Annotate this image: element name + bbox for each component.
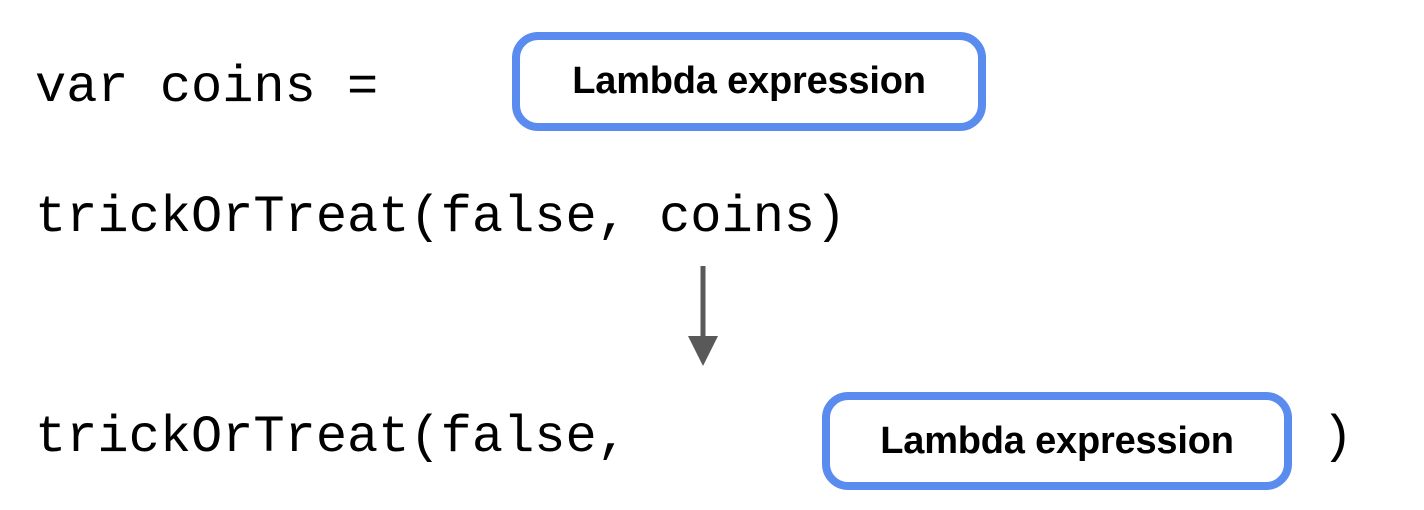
down-arrow-icon: [688, 266, 718, 366]
lambda-expression-chip-2[interactable]: Lambda expression: [822, 392, 1292, 490]
code-line-3-prefix: trickOrTreat(false,: [35, 408, 660, 467]
code-line-3-suffix: ): [1322, 408, 1354, 467]
lambda-expression-chip-1-label: Lambda expression: [572, 60, 926, 102]
lambda-expression-chip-2-label: Lambda expression: [880, 419, 1234, 462]
code-line-2: trickOrTreat(false, coins): [35, 188, 847, 247]
lambda-expression-chip-1[interactable]: Lambda expression: [512, 32, 986, 131]
code-line-1-prefix: var coins =: [35, 58, 410, 117]
